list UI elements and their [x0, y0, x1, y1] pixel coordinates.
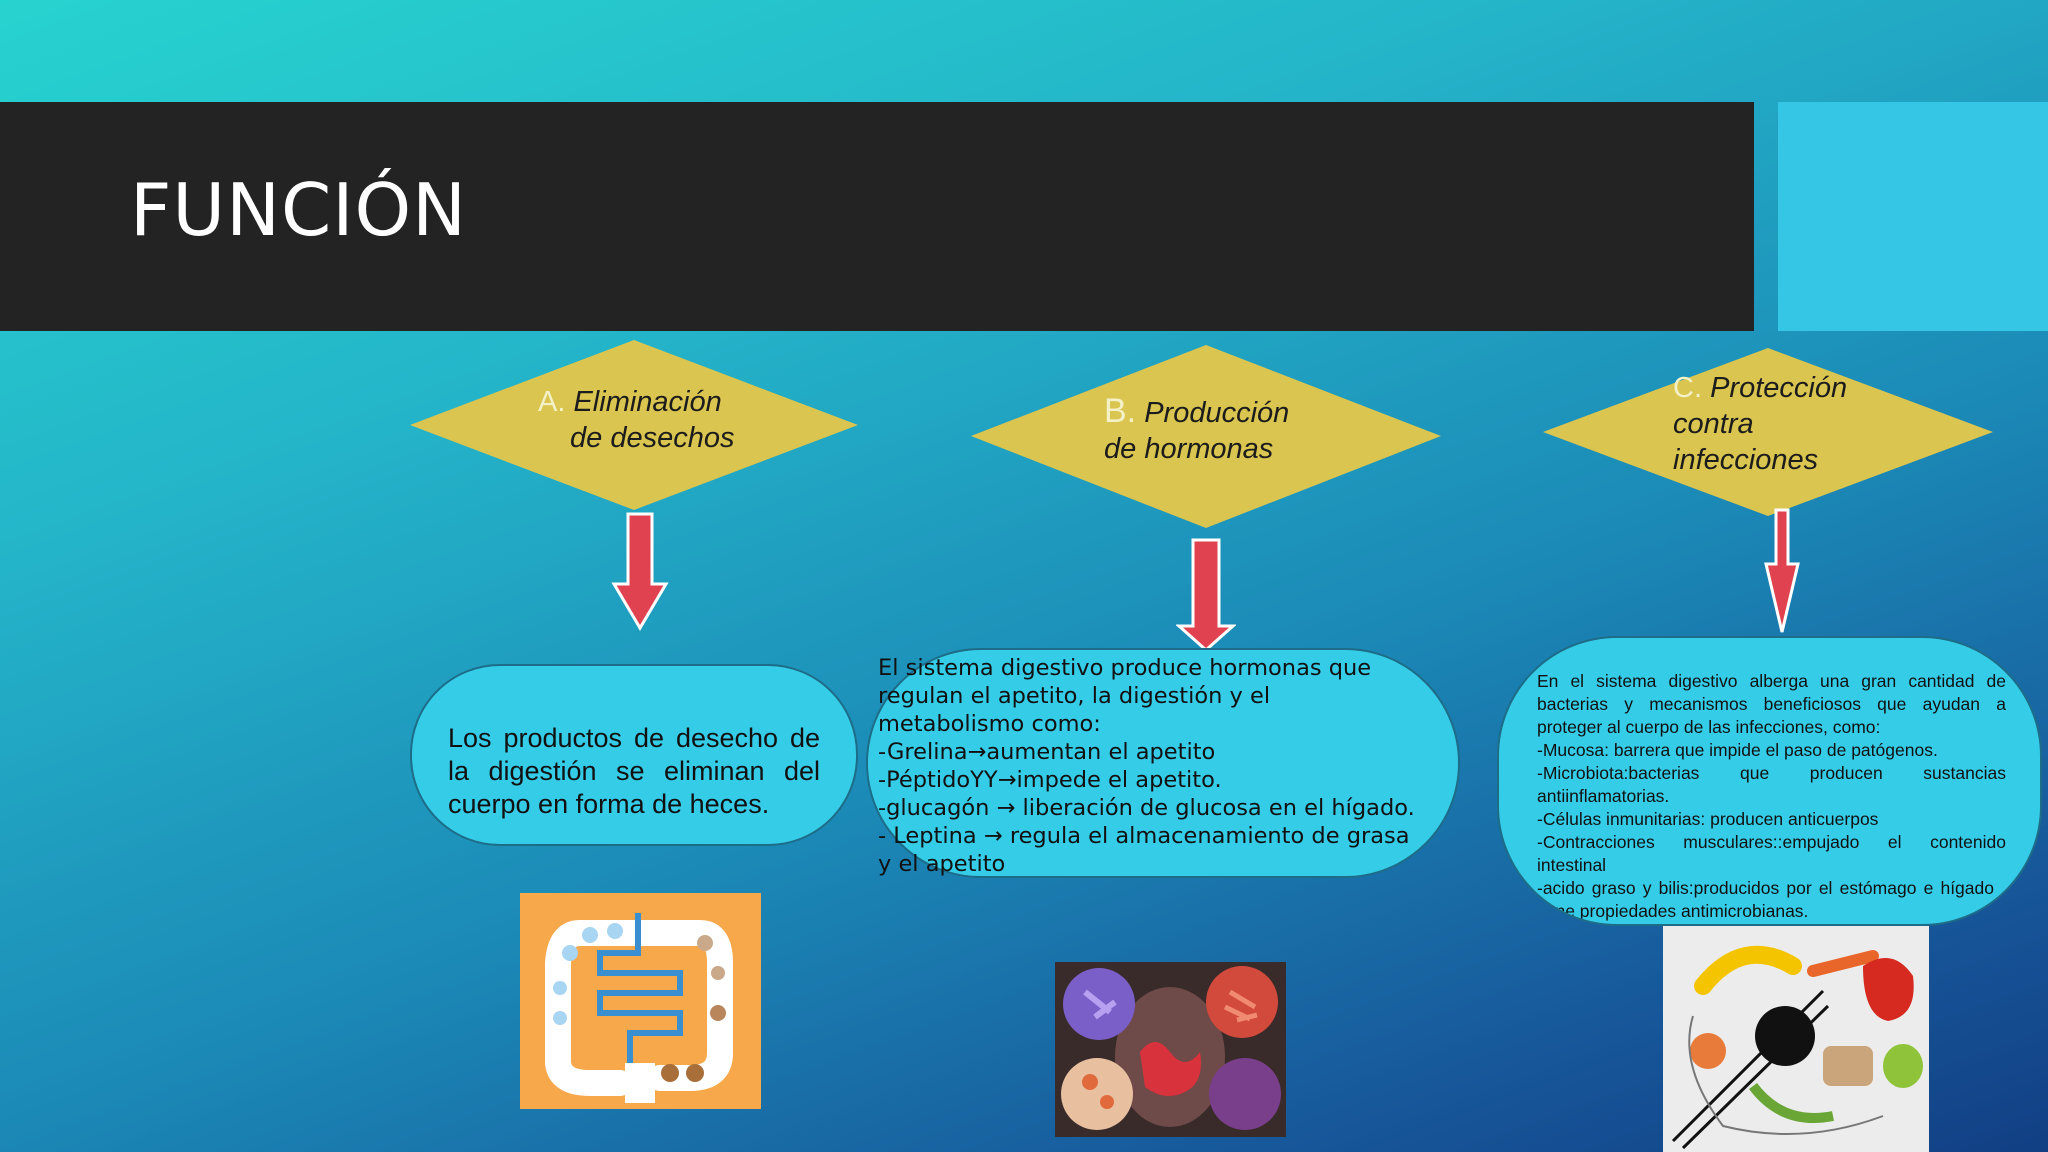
intestine-diagram-icon	[520, 893, 761, 1109]
description-pill-elimination: Los productos de desecho de la digestión…	[410, 664, 858, 846]
diamond-elimination: A. Eliminación de desechos	[410, 340, 858, 510]
function-title: de desechos	[570, 422, 735, 454]
arrow-down-icon	[1764, 508, 1800, 633]
diamond-label: B. Producción de hormonas	[1104, 393, 1289, 467]
function-title: contra	[1673, 408, 1754, 440]
title-bar	[0, 102, 1754, 331]
healthy-food-plate-icon	[1663, 926, 1929, 1152]
description-text: El sistema digestivo produce hormonas qu…	[878, 655, 1372, 737]
function-title: Protección	[1710, 372, 1848, 404]
function-letter: B.	[1104, 392, 1137, 430]
diamond-label: A. Eliminación de desechos	[538, 384, 734, 456]
function-letter: A.	[538, 386, 566, 418]
function-title: Eliminación	[573, 386, 722, 418]
description-pill-protection: En el sistema digestivo alberga una gran…	[1497, 636, 2042, 926]
diamond-protection: C. Protección contra infecciones	[1543, 348, 1993, 516]
arrow-down-icon	[611, 512, 669, 631]
description-text: -Contracciones musculares::empujado el c…	[1537, 832, 2006, 875]
description-text: -PéptidoYY→impede el apetito.	[878, 767, 1222, 793]
function-title: Producción	[1144, 397, 1290, 429]
description-text: -Células inmunitarias: producen anticuer…	[1537, 809, 1879, 829]
description-pill-hormones: El sistema digestivo produce hormonas qu…	[866, 648, 1460, 878]
diamond-hormones: B. Producción de hormonas	[971, 345, 1441, 528]
description-text: - Leptina → regula el almacenamiento de …	[878, 823, 1410, 877]
description-text: -glucagón → liberación de glucosa en el …	[878, 795, 1415, 821]
arrow-down-icon	[1176, 538, 1236, 653]
description-text: -Grelina→aumentan el apetito	[878, 739, 1216, 765]
gut-bacteria-collage-icon	[1055, 962, 1286, 1137]
accent-square	[1778, 102, 2048, 331]
function-letter: C.	[1673, 372, 1702, 404]
description-text: -acido graso y bilis:producidos por el e…	[1537, 878, 2006, 921]
description-text: -Mucosa: barrera que impide el paso de p…	[1537, 740, 1938, 760]
diamond-label: C. Protección contra infecciones	[1673, 370, 1847, 478]
function-title: de hormonas	[1104, 433, 1274, 465]
function-title: infecciones	[1673, 444, 1819, 476]
slide-title: FUNCIÓN	[130, 168, 468, 252]
description-text: Los productos de desecho de la digestión…	[448, 723, 820, 819]
description-text: -Microbiota:bacterias que producen susta…	[1537, 763, 2006, 806]
description-text: En el sistema digestivo alberga una gran…	[1537, 671, 2006, 737]
